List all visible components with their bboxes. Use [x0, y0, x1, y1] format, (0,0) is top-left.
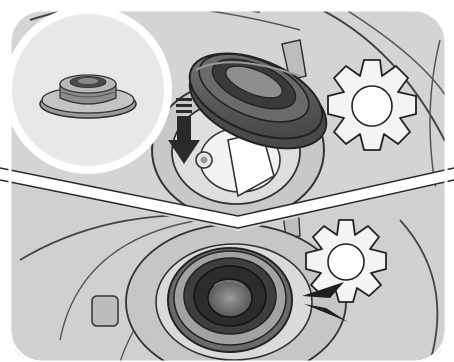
cog-gear-top [328, 60, 416, 150]
seal-seated [168, 248, 292, 352]
cog-gear-bottom [306, 220, 386, 302]
seal-detail-inset [8, 10, 168, 170]
